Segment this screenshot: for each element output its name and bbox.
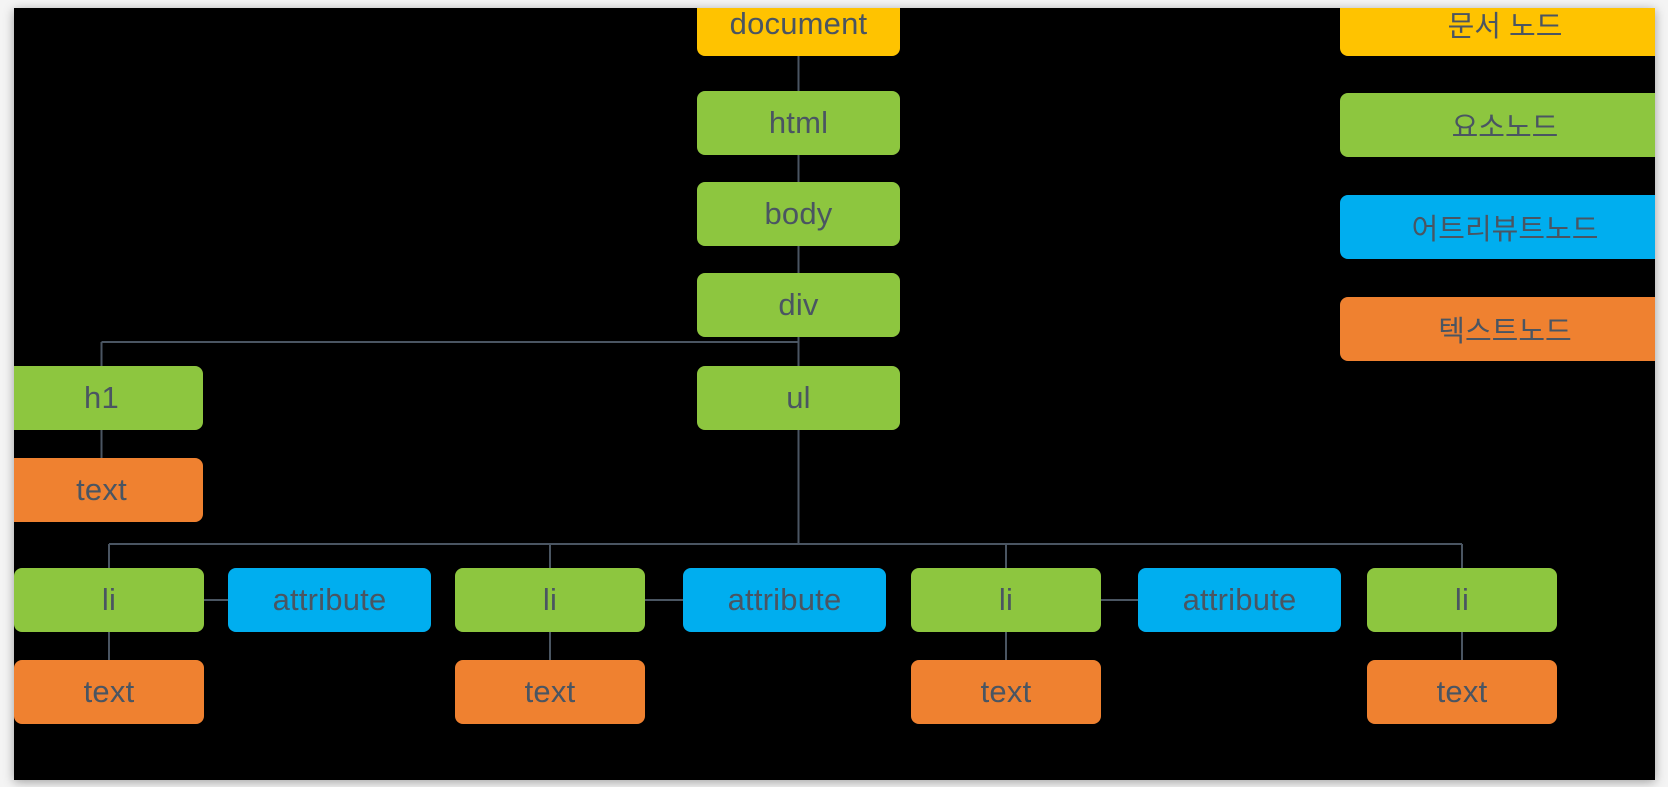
node-li-3-text[interactable]: text	[911, 660, 1101, 724]
node-body[interactable]: body	[697, 182, 900, 246]
node-attr-1[interactable]: attribute	[228, 568, 431, 632]
node-html[interactable]: html	[697, 91, 900, 155]
node-label: attribute	[273, 582, 387, 618]
legend-element: 요소노드	[1340, 93, 1655, 157]
node-label: attribute	[728, 582, 842, 618]
node-attr-3[interactable]: attribute	[1138, 568, 1341, 632]
node-document[interactable]: document	[697, 8, 900, 56]
legend-label: 요소노드	[1452, 104, 1559, 146]
legend-label: 텍스트노드	[1438, 308, 1571, 350]
node-li-1[interactable]: li	[14, 568, 204, 632]
legend-document: 문서 노드	[1340, 8, 1655, 56]
node-li-2[interactable]: li	[455, 568, 645, 632]
node-label: div	[778, 287, 818, 323]
node-li-4-text[interactable]: text	[1367, 660, 1557, 724]
node-label: text	[84, 674, 135, 710]
diagram-canvas: document html body div h1 text ul li attribute te…	[14, 8, 1655, 780]
node-label: html	[769, 105, 828, 141]
legend-attribute: 어트리뷰트노드	[1340, 195, 1655, 259]
node-ul[interactable]: ul	[697, 366, 900, 430]
node-li-1-text[interactable]: text	[14, 660, 204, 724]
legend-label: 문서 노드	[1448, 8, 1563, 45]
legend-text: 텍스트노드	[1340, 297, 1655, 361]
node-li-3[interactable]: li	[911, 568, 1101, 632]
node-label: text	[76, 472, 127, 508]
node-label: h1	[84, 380, 119, 416]
node-li-2-text[interactable]: text	[455, 660, 645, 724]
legend-label: 어트리뷰트노드	[1412, 206, 1599, 248]
node-attr-2[interactable]: attribute	[683, 568, 886, 632]
node-h1-text[interactable]: text	[14, 458, 203, 522]
node-label: li	[1455, 582, 1469, 618]
node-label: li	[543, 582, 557, 618]
node-label: body	[764, 196, 832, 232]
node-label: document	[730, 8, 868, 42]
node-li-4[interactable]: li	[1367, 568, 1557, 632]
node-div[interactable]: div	[697, 273, 900, 337]
node-h1[interactable]: h1	[14, 366, 203, 430]
node-label: text	[525, 674, 576, 710]
node-label: text	[1437, 674, 1488, 710]
node-label: li	[102, 582, 116, 618]
node-label: ul	[786, 380, 811, 416]
node-label: text	[981, 674, 1032, 710]
node-label: li	[999, 582, 1013, 618]
node-label: attribute	[1183, 582, 1297, 618]
